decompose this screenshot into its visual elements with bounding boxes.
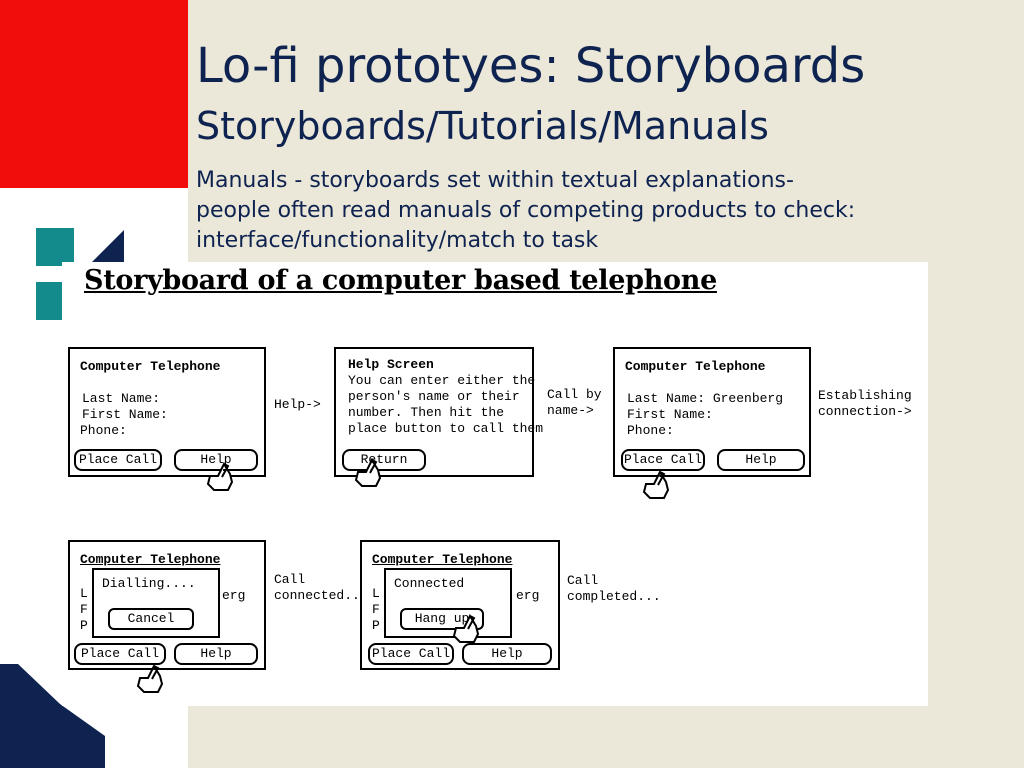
place-call-button[interactable]: Place Call: [74, 449, 162, 471]
phone-label: Phone:: [80, 423, 127, 438]
storyboard-title: Storyboard of a computer based telephone: [84, 265, 717, 296]
arrow-label-help: Help->: [274, 397, 321, 412]
slide-subtitle: Storyboards/Tutorials/Manuals: [196, 104, 769, 148]
arrow-label-call-completed: Call completed...: [567, 573, 661, 605]
pointing-hand-icon: [206, 462, 234, 491]
arrow-label-call-by-name: Call by name->: [547, 387, 602, 419]
edge-suffix: erg: [516, 588, 540, 603]
edge-letter: L: [372, 586, 380, 601]
screen-dialling: Computer Telephone L F P erg Dialling...…: [68, 540, 266, 670]
edge-letter: F: [80, 602, 88, 617]
last-name-label: Last Name:: [82, 391, 161, 406]
help-button[interactable]: Help: [462, 643, 552, 665]
return-button[interactable]: Return: [342, 449, 426, 471]
help-text-line-3: number. Then hit the: [348, 405, 505, 420]
screen-connected: Computer Telephone L F P erg Connected H…: [360, 540, 560, 670]
popup-title: Dialling....: [102, 576, 196, 591]
hang-up-button[interactable]: Hang up: [400, 608, 484, 630]
storyboard-figure: Storyboard of a computer based telephone…: [62, 262, 928, 706]
phone-label: Phone:: [627, 423, 674, 438]
arrow-label-line: Call: [274, 572, 306, 587]
red-accent-block: [0, 0, 188, 188]
pointing-hand-icon: [452, 614, 480, 643]
popup-title: Connected: [394, 576, 465, 591]
slide-body: Manuals - storyboards set within textual…: [196, 166, 996, 256]
arrow-label-line: connected...: [274, 588, 368, 603]
arrow-label-line: connection->: [818, 404, 912, 419]
help-text-line-1: You can enter either the: [348, 373, 536, 388]
arrow-label-establishing: Establishing connection->: [818, 388, 912, 420]
screen-computer-telephone-empty: Computer Telephone Last Name: First Name…: [68, 347, 266, 477]
arrow-label-call-connected: Call connected...: [274, 572, 368, 604]
arrow-label-line: Call: [567, 573, 599, 588]
screen-computer-telephone-filled: Computer Telephone Last Name: Greenberg …: [613, 347, 811, 477]
arrow-label-line: completed...: [567, 589, 661, 604]
arrow-label-line: Establishing: [818, 388, 912, 403]
edge-letter: P: [80, 618, 88, 633]
pointing-hand-icon: [136, 664, 164, 693]
connected-popup: Connected Hang up: [384, 568, 512, 638]
screen-help: Help Screen You can enter either the per…: [334, 347, 543, 477]
help-button[interactable]: Help: [174, 643, 258, 665]
first-name-label: First Name:: [82, 407, 168, 422]
slide-title: Lo-fi prototyes: Storyboards: [196, 38, 866, 94]
teal-square-top: [36, 228, 74, 266]
screen-header: Computer Telephone: [80, 552, 221, 567]
arrow-label-line: name->: [547, 403, 594, 418]
place-call-button[interactable]: Place Call: [74, 643, 166, 665]
place-call-button[interactable]: Place Call: [621, 449, 705, 471]
edge-letter: F: [372, 602, 380, 617]
body-line-1: Manuals - storyboards set within textual…: [196, 168, 794, 193]
body-line-3: interface/functionality/match to task: [196, 228, 599, 253]
body-line-2: people often read manuals of competing p…: [196, 198, 856, 223]
place-call-button[interactable]: Place Call: [368, 643, 454, 665]
help-text-line-4: place button to call them: [348, 421, 544, 436]
navy-corner-shape: [0, 664, 105, 768]
screen-header: Computer Telephone: [372, 552, 513, 567]
screen-header: Computer Telephone: [80, 359, 221, 374]
first-name-label: First Name:: [627, 407, 713, 422]
last-name-value: Last Name: Greenberg: [627, 391, 784, 406]
edge-suffix: erg: [222, 588, 246, 603]
help-button[interactable]: Help: [717, 449, 805, 471]
arrow-label-line: Call by: [547, 387, 602, 402]
dialling-popup: Dialling.... Cancel: [92, 568, 220, 638]
edge-letter: P: [372, 618, 380, 633]
edge-letter: L: [80, 586, 88, 601]
cancel-button[interactable]: Cancel: [108, 608, 194, 630]
screen-header: Computer Telephone: [625, 359, 766, 374]
help-screen-header: Help Screen: [348, 357, 434, 372]
help-text-line-2: person's name or their: [348, 389, 520, 404]
navy-triangle-icon: [90, 230, 124, 264]
pointing-hand-icon: [354, 458, 382, 487]
pointing-hand-icon: [642, 470, 670, 499]
